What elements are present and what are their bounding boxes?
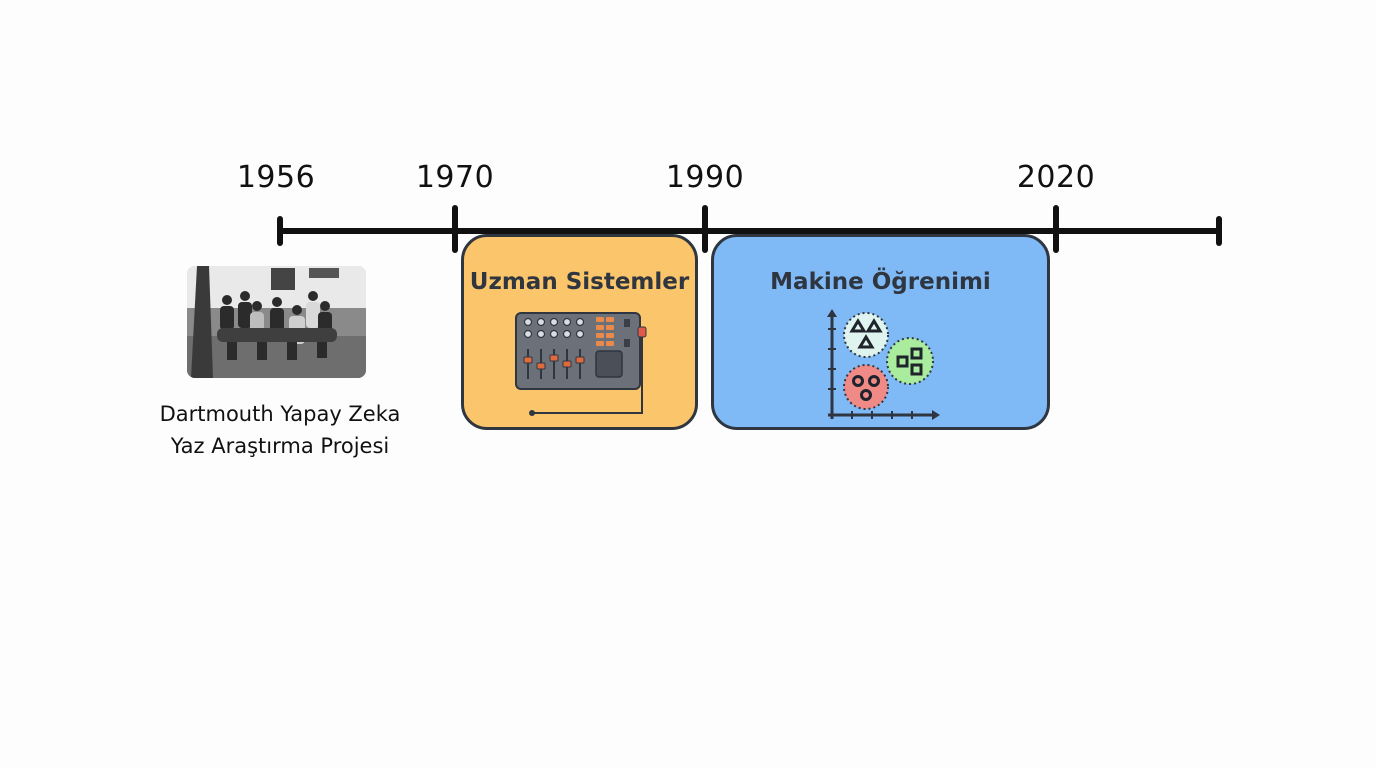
machine-learning-era: Makine Öğrenimi (711, 234, 1050, 430)
year-1990: 1990 (665, 160, 745, 195)
machine-learning-title: Makine Öğrenimi (770, 269, 991, 295)
year-2020: 2020 (1016, 160, 1096, 195)
timeline-axis (278, 228, 1222, 234)
caption-line-1: Dartmouth Yapay Zeka (159, 402, 401, 426)
tick-1970 (452, 205, 458, 253)
tick-2020 (1053, 205, 1059, 253)
control-panel-icon (515, 312, 647, 416)
expert-systems-era: Uzman Sistemler (461, 234, 698, 430)
year-1970: 1970 (415, 160, 495, 195)
expert-systems-title: Uzman Sistemler (469, 269, 690, 295)
tick-1990 (702, 205, 708, 253)
caption-line-2: Yaz Araştırma Projesi (170, 434, 390, 458)
dartmouth-caption: Dartmouth Yapay Zeka Yaz Araştırma Proje… (130, 398, 430, 462)
cluster-plot-icon (827, 309, 940, 420)
year-1956: 1956 (236, 160, 316, 195)
tick-end (1216, 216, 1222, 246)
dartmouth-group-photo (187, 266, 366, 378)
tick-1956 (277, 216, 283, 246)
